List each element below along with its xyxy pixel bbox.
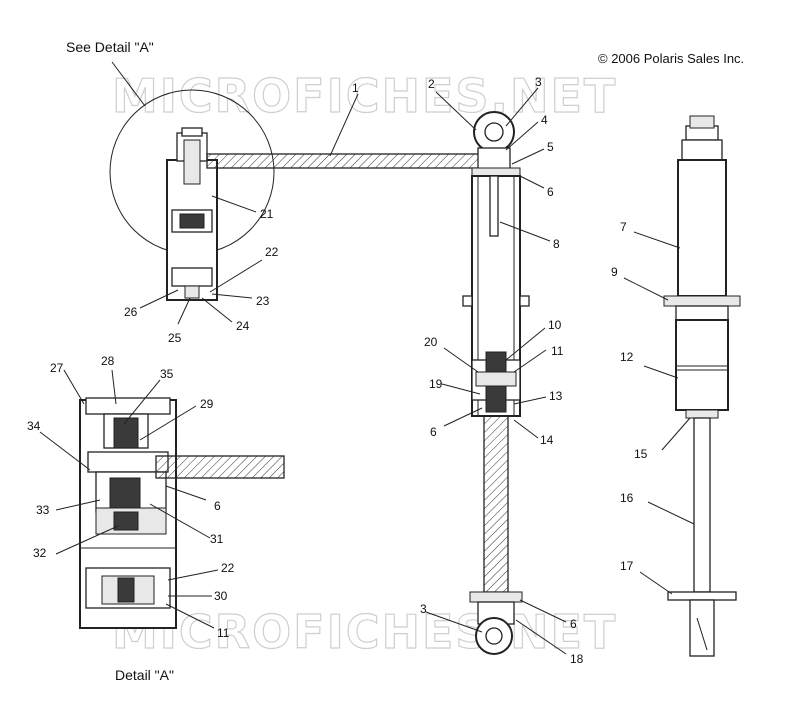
callout-35: 35 bbox=[160, 367, 174, 381]
callout-18: 18 bbox=[570, 652, 584, 666]
callout-23: 23 bbox=[256, 294, 270, 308]
callout-24: 24 bbox=[236, 319, 250, 333]
callout-11-a: 11 bbox=[551, 344, 564, 358]
callout-6-c: 6 bbox=[570, 617, 577, 631]
exterior-shock bbox=[663, 115, 741, 657]
callout-3-b: 3 bbox=[420, 602, 427, 616]
callout-26: 26 bbox=[124, 305, 138, 319]
callout-16: 16 bbox=[620, 491, 634, 505]
callout-22-a: 22 bbox=[265, 245, 279, 259]
callout-6-b: 6 bbox=[430, 425, 437, 439]
callout-25: 25 bbox=[168, 331, 182, 345]
detail-pointer bbox=[111, 61, 146, 107]
callout-numbers: 1 2 3 4 5 6 8 21 22 23 24 25 26 7 9 12 1… bbox=[27, 75, 648, 666]
callout-6-a: 6 bbox=[547, 185, 554, 199]
callout-20: 20 bbox=[424, 335, 438, 349]
callout-10: 10 bbox=[548, 318, 562, 332]
callout-3: 3 bbox=[535, 75, 542, 89]
callout-9: 9 bbox=[611, 265, 618, 279]
callout-28: 28 bbox=[101, 354, 115, 368]
callout-19: 19 bbox=[429, 377, 443, 391]
callout-21: 21 bbox=[260, 207, 274, 221]
callout-22-b: 22 bbox=[221, 561, 235, 575]
callout-29: 29 bbox=[200, 397, 214, 411]
callout-31: 31 bbox=[210, 532, 224, 546]
callout-14: 14 bbox=[540, 433, 554, 447]
callout-6-d: 6 bbox=[214, 499, 221, 513]
detail-a-drawing bbox=[79, 397, 285, 629]
reservoir-small bbox=[166, 127, 480, 301]
callout-32: 32 bbox=[33, 546, 47, 560]
callout-30: 30 bbox=[214, 589, 228, 603]
callout-13: 13 bbox=[549, 389, 563, 403]
main-shock-body bbox=[462, 111, 530, 655]
watermark-bottom: MICROFICHES.NET bbox=[112, 605, 617, 659]
callout-27: 27 bbox=[50, 361, 64, 375]
detail-caption: Detail "A" bbox=[115, 667, 174, 683]
callout-17: 17 bbox=[620, 559, 634, 573]
callout-34: 34 bbox=[27, 419, 41, 433]
callout-7: 7 bbox=[620, 220, 627, 234]
copyright: © 2006 Polaris Sales Inc. bbox=[598, 51, 744, 66]
callout-12: 12 bbox=[620, 350, 634, 364]
callout-5: 5 bbox=[547, 140, 554, 154]
callout-8: 8 bbox=[553, 237, 560, 251]
callout-11-b: 11 bbox=[217, 626, 230, 640]
callout-33: 33 bbox=[36, 503, 50, 517]
see-detail-label: See Detail "A" bbox=[66, 39, 154, 55]
callout-15: 15 bbox=[634, 447, 648, 461]
callout-2: 2 bbox=[428, 77, 435, 91]
callout-1: 1 bbox=[352, 81, 359, 95]
callout-4: 4 bbox=[541, 113, 548, 127]
leader-lines bbox=[39, 87, 695, 655]
